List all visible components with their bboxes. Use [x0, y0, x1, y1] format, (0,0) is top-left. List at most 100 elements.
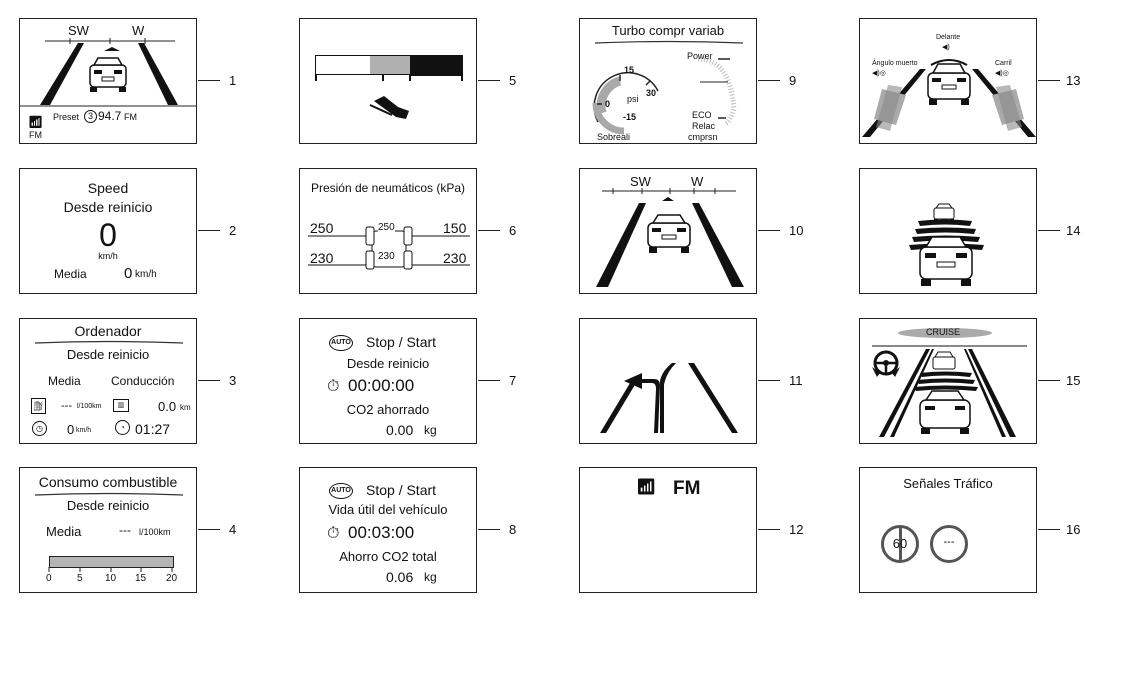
- callout-number: 10: [789, 223, 804, 238]
- front-sensor-icon: ◀︎): [942, 44, 950, 51]
- preset-label: Preset: [53, 112, 80, 122]
- panel-4-fuel-consumption: Consumo combustible Desde reinicio Media…: [19, 467, 197, 593]
- eco-bar-grey: [370, 55, 410, 75]
- fuel-value: ---: [61, 400, 72, 412]
- compression-label: Relac: [692, 121, 716, 131]
- preset-number: 3: [84, 110, 97, 123]
- panel-3-trip-computer: Ordenador Desde reinicio Media Conducció…: [19, 318, 197, 444]
- blind-spot-icon: ◀︎)◎: [872, 70, 886, 77]
- consumption-title: Consumo combustible: [38, 474, 178, 490]
- callout-line: [1038, 230, 1060, 231]
- callout-number: 8: [509, 522, 517, 537]
- station-band: FM: [124, 112, 137, 122]
- foot-pedal-icon: [369, 96, 409, 119]
- average-unit: l/100km: [139, 527, 171, 537]
- panel-8-stop-start-lifetime: AUTO Stop / Start Vida útil del vehículo…: [299, 467, 477, 593]
- blind-spot-graphic: [862, 59, 1036, 137]
- callout-line: [198, 380, 220, 381]
- gauge-unit: psi: [627, 94, 639, 104]
- callout-line: [478, 529, 500, 530]
- scale-label: 20: [166, 573, 178, 584]
- stopwatch-icon: ◔: [115, 420, 130, 435]
- panel-10-navigation-lanes: SW W: [579, 168, 757, 294]
- tire-front-right: 150: [443, 220, 467, 236]
- unknown-sign-value: ---: [943, 536, 955, 548]
- panel-7-stop-start-trip: AUTO Stop / Start Desde reinicio ⏱︎ 00:0…: [299, 318, 477, 444]
- steering-wheel-icon: [872, 350, 900, 377]
- stop-start-title: Stop / Start: [366, 334, 437, 350]
- callout-line: [478, 230, 500, 231]
- compass-w: W: [132, 23, 145, 38]
- speed-title: Speed: [87, 180, 129, 196]
- compression-label-2: cmprsn: [688, 132, 718, 142]
- auto-stop-start-icon: AUTO: [329, 335, 353, 351]
- tire-front-left: 250: [310, 220, 334, 236]
- average-unit: km/h: [135, 269, 157, 280]
- speed-unit: km/h: [98, 251, 118, 261]
- cruise-label: CRUISE: [926, 327, 961, 337]
- turbo-title: Turbo compr variab: [611, 23, 725, 38]
- speed-unit: km/h: [76, 427, 92, 434]
- column-average: Media: [48, 374, 81, 388]
- odometer-icon: ▥: [113, 399, 129, 412]
- callout-number: 6: [509, 223, 517, 238]
- scale-ticks: [48, 567, 173, 572]
- gauge-label-0: 0: [605, 99, 611, 109]
- stopwatch-icon: ⏱︎: [327, 378, 340, 395]
- callout-line: [198, 230, 220, 231]
- callout-number: 7: [509, 373, 517, 388]
- timer-value: 00:03:00: [348, 523, 415, 542]
- panel-11-turn-guidance: [579, 318, 757, 444]
- gauge-label-15: 15: [624, 65, 635, 75]
- callout-number: 9: [789, 73, 797, 88]
- average-label: Media: [46, 524, 82, 539]
- computer-subtitle: Desde reinicio: [66, 347, 150, 362]
- speed-value: 0: [67, 422, 75, 437]
- lane-icon: ◀︎)◎: [995, 70, 1009, 77]
- speed-value: 0: [99, 217, 117, 253]
- audio-band: FM: [673, 478, 701, 499]
- panel-1-navigation-radio: SW W 📶︎ Preset 3 94.7 FM FM: [19, 18, 197, 144]
- callout-number: 2: [229, 223, 237, 238]
- tire-rear-left: 230: [310, 250, 334, 266]
- speed-limit-value: 60: [892, 536, 908, 551]
- cruise-graphic: [872, 345, 1027, 437]
- panel-5-eco-pedal: [299, 18, 477, 144]
- co2-unit: kg: [424, 423, 437, 437]
- fuel-unit: l/100km: [77, 403, 102, 410]
- panel-12-audio: 📶︎ FM: [579, 467, 757, 593]
- gauge-label-minus15: -15: [623, 112, 637, 122]
- eco-label: ECO: [692, 110, 712, 120]
- stop-start-subtitle: Desde reinicio: [346, 356, 430, 371]
- turn-arrow-graphic: [600, 363, 738, 433]
- callout-line: [758, 529, 780, 530]
- column-driving: Conducción: [111, 374, 175, 388]
- boost-gauge: [592, 40, 744, 135]
- time-value: 01:27: [135, 421, 171, 437]
- title-divider: [34, 492, 184, 496]
- panel-2-speed: Speed Desde reinicio 0 km/h Media 0 km/h: [19, 168, 197, 294]
- callout-line: [758, 230, 780, 231]
- compass-sw: SW: [68, 23, 89, 38]
- scale-label: 0: [46, 573, 52, 584]
- callout-line: [758, 380, 780, 381]
- overboost-label: Sobreali: [597, 132, 631, 142]
- power-label: Power: [687, 51, 713, 61]
- callout-line: [198, 80, 220, 81]
- stop-start-subtitle: Vida útil del vehículo: [328, 502, 448, 517]
- callout-number: 1: [229, 73, 237, 88]
- callout-line: [1038, 529, 1060, 530]
- speed-limit-sign: 60: [881, 525, 919, 563]
- cruise-indicator: [898, 328, 992, 338]
- callout-number: 4: [229, 522, 237, 537]
- band-label: FM: [29, 130, 42, 140]
- lane-road-graphic: [20, 38, 196, 107]
- co2-value: 0.06: [386, 569, 414, 585]
- stopwatch-icon: ⏱︎: [327, 525, 340, 542]
- callout-line: [1038, 380, 1060, 381]
- scale-label: 10: [105, 573, 117, 584]
- stop-start-title: Stop / Start: [366, 482, 437, 498]
- consumption-subtitle: Desde reinicio: [66, 498, 150, 513]
- end-restriction-bar: [899, 528, 902, 560]
- station-frequency: 94.7: [98, 109, 122, 123]
